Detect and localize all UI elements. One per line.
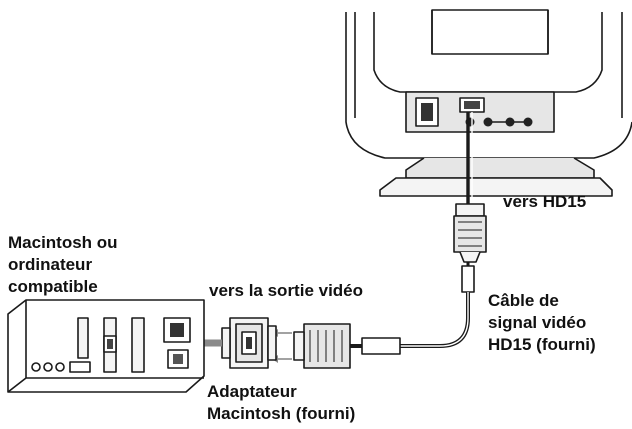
ferrite-core-bottom bbox=[361, 337, 401, 355]
monitor-stand bbox=[379, 157, 613, 197]
ferrite-core-top bbox=[461, 265, 475, 293]
label-computer-line-2: ordinateur bbox=[8, 255, 93, 274]
label-video-out: vers la sortie vidéo bbox=[209, 281, 364, 300]
macintosh-computer bbox=[7, 299, 205, 393]
hd15-cable bbox=[293, 112, 487, 369]
label-computer-line-1: Macintosh ou bbox=[8, 233, 118, 252]
label-computer: Macintosh ou ordinateur compatible bbox=[8, 232, 118, 298]
label-adapter-line-1: Adaptateur bbox=[207, 382, 297, 401]
hd15-plug-monitor bbox=[453, 203, 487, 263]
label-adapter: Adaptateur Macintosh (fourni) bbox=[207, 381, 355, 425]
hd15-plug-adapter bbox=[293, 323, 351, 369]
monitor bbox=[345, 9, 632, 197]
hd15-port-icon bbox=[459, 97, 485, 113]
label-cable: Câble de signal vidéo HD15 (fourni) bbox=[488, 290, 596, 356]
power-inlet-icon bbox=[415, 97, 439, 127]
macintosh-adapter bbox=[221, 317, 277, 369]
label-computer-line-3: compatible bbox=[8, 277, 98, 296]
label-monitor-port: vers HD15 bbox=[503, 192, 587, 211]
label-cable-line-3: HD15 (fourni) bbox=[488, 335, 596, 354]
label-adapter-line-2: Macintosh (fourni) bbox=[207, 404, 356, 423]
label-cable-line-2: signal vidéo bbox=[488, 313, 587, 332]
label-cable-line-1: Câble de bbox=[488, 291, 559, 310]
